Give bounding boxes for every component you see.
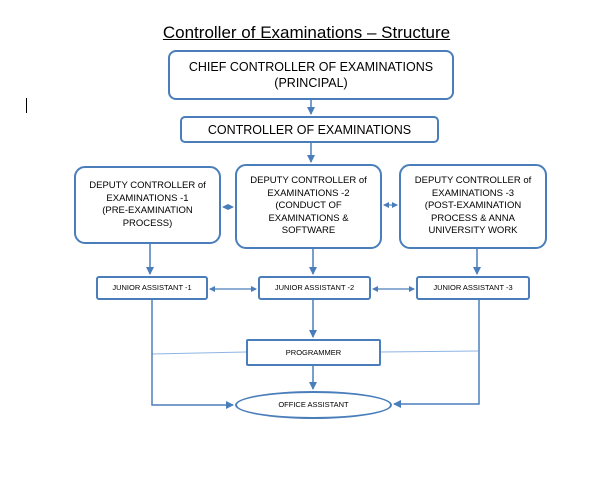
text-cursor (26, 98, 27, 113)
chart-title: Controller of Examinations – Structure (162, 23, 451, 42)
deputy-controller-1-box: DEPUTY CONTROLLER of EXAMINATIONS -1 (PR… (74, 166, 221, 244)
junior-assistant-1-box: JUNIOR ASSISTANT -1 (96, 276, 208, 300)
junior-assistant-3-box: JUNIOR ASSISTANT -3 (416, 276, 530, 300)
junior-assistant-2-box: JUNIOR ASSISTANT -2 (258, 276, 371, 300)
junior-assistant-3-label: JUNIOR ASSISTANT -3 (433, 283, 513, 292)
deputy-controller-3-label: DEPUTY CONTROLLER of EXAMINATIONS -3 (PO… (414, 175, 532, 237)
arrow-junior-1-to-office-assistant (151, 300, 234, 409)
junior-assistant-1-label: JUNIOR ASSISTANT -1 (112, 283, 192, 292)
line-left-to-programmer (151, 351, 247, 355)
chief-controller-box: CHIEF CONTROLLER OF EXAMINATIONS (PRINCI… (168, 50, 454, 100)
controller-box: CONTROLLER OF EXAMINATIONS (180, 116, 439, 143)
deputy-controller-2-box: DEPUTY CONTROLLER of EXAMINATIONS -2 (CO… (235, 164, 382, 249)
deputy-controller-3-box: DEPUTY CONTROLLER of EXAMINATIONS -3 (PO… (399, 164, 547, 249)
programmer-box: PROGRAMMER (246, 339, 381, 366)
office-assistant-ellipse: OFFICE ASSISTANT (235, 391, 392, 419)
arrow-junior-3-to-office-assistant (393, 300, 480, 408)
junior-assistant-2-label: JUNIOR ASSISTANT -2 (274, 283, 355, 292)
deputy-controller-2-label: DEPUTY CONTROLLER of EXAMINATIONS -2 (CO… (250, 175, 367, 237)
chief-controller-label: CHIEF CONTROLLER OF EXAMINATIONS (PRINCI… (188, 60, 434, 90)
deputy-controller-1-label: DEPUTY CONTROLLER of EXAMINATIONS -1 (PR… (89, 180, 206, 229)
office-assistant-label: OFFICE ASSISTANT (278, 400, 349, 409)
line-right-to-programmer (380, 350, 479, 353)
programmer-label: PROGRAMMER (285, 347, 342, 357)
controller-label: CONTROLLER OF EXAMINATIONS (207, 122, 412, 137)
